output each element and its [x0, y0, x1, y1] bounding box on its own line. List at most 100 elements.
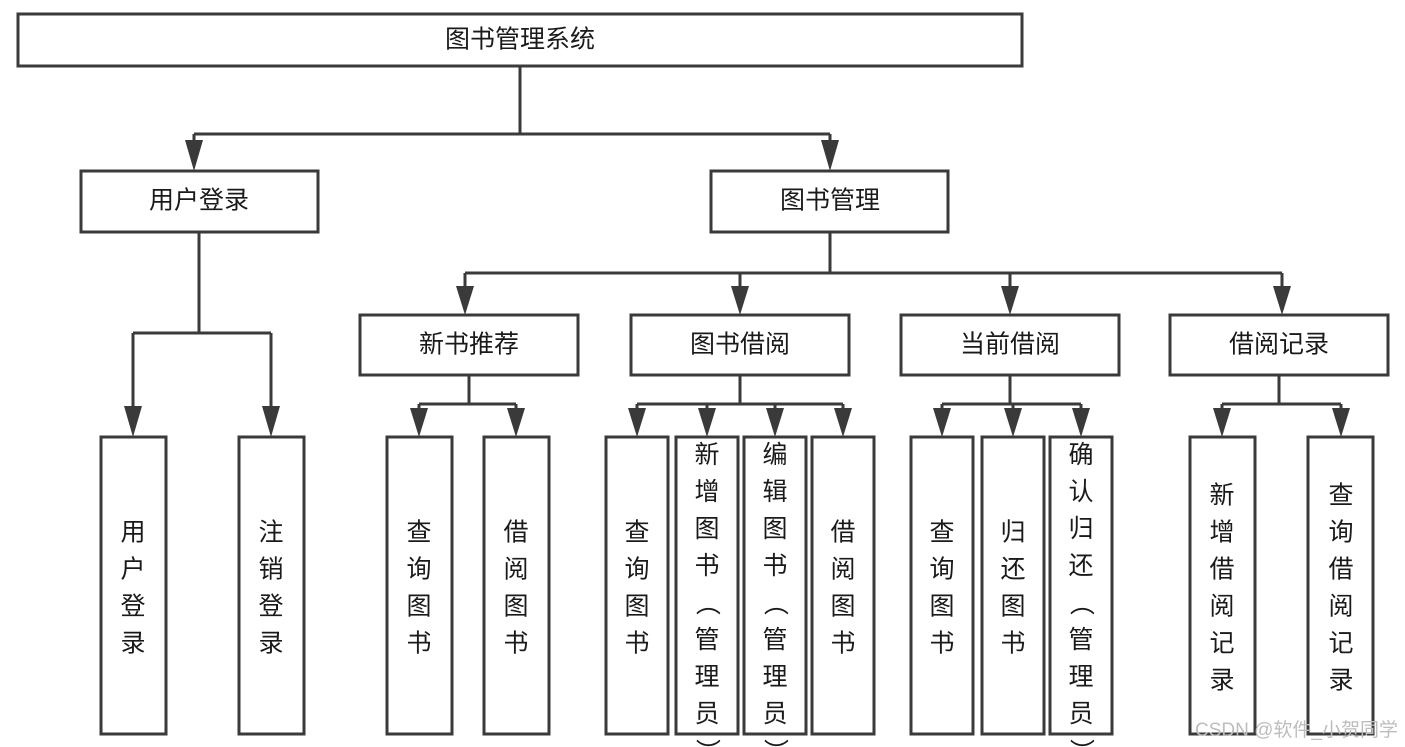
node-current-borrow-label: 当前借阅: [960, 331, 1060, 359]
vertical-char: 阅: [1328, 592, 1353, 620]
arrow-head-leaf-query-book-1: [410, 408, 428, 437]
arrow-head-borrow-record: [1273, 286, 1291, 315]
arrow-head-book-manage: [821, 140, 839, 171]
node-borrow-record[interactable]: 借阅记录: [1168, 313, 1390, 377]
vertical-char: 询: [624, 555, 649, 583]
vertical-char: 阅: [830, 555, 855, 583]
arrow-head-leaf-edit-book: [766, 408, 784, 437]
vertical-char: ）: [693, 738, 721, 747]
node-user-login-box[interactable]: [79, 169, 320, 234]
vertical-char: 管: [1068, 626, 1093, 654]
vertical-char: 归: [1000, 518, 1025, 546]
vertical-char: 图: [762, 515, 787, 543]
vertical-char: 员: [1068, 700, 1093, 728]
leaf-node-add-borrow-record-box[interactable]: [1188, 435, 1257, 736]
leaf-node-user-login[interactable]: 用户登录: [99, 435, 168, 736]
vertical-char: 还: [1068, 552, 1093, 580]
vertical-char: 图: [624, 592, 649, 620]
leaf-node-return-book-box[interactable]: [980, 435, 1046, 736]
leaf-node-query-book-rec-box[interactable]: [385, 435, 454, 736]
vertical-char: 管: [762, 626, 787, 654]
arrow-head-leaf-borrow-book-1: [507, 408, 525, 437]
leaf-node-borrow-book-rec-box[interactable]: [482, 435, 551, 736]
node-book-management-label: 图书管理: [780, 187, 880, 215]
node-user-login[interactable]: 用户登录: [79, 169, 320, 234]
vertical-char: ）: [761, 738, 789, 747]
node-borrow-record-box[interactable]: [1168, 313, 1390, 377]
node-book-borrow-box[interactable]: [629, 313, 851, 377]
vertical-char: 确: [1068, 441, 1093, 469]
vertical-char: 新: [1209, 481, 1234, 509]
vertical-char: 用: [120, 518, 145, 546]
node-book-borrow-label: 图书借阅: [690, 331, 790, 359]
vertical-char: 销: [258, 555, 283, 583]
vertical-char: （: [693, 590, 721, 615]
vertical-char: 书: [624, 629, 649, 657]
arrow-head-leaf-borrow-book-2: [834, 408, 852, 437]
vertical-char: 理: [1068, 663, 1093, 691]
arrow-head-leaf-query-record: [1332, 408, 1350, 437]
vertical-char: 图: [830, 592, 855, 620]
leaf-node-confirm-return-box[interactable]: [1048, 435, 1114, 736]
arrow-head-user-login: [185, 140, 203, 171]
node-new-book-recommend[interactable]: 新书推荐: [358, 313, 580, 377]
vertical-char: 借: [830, 518, 855, 546]
vertical-char: 借: [1328, 555, 1353, 583]
node-root-label: 图书管理系统: [445, 26, 595, 54]
vertical-char: 查: [624, 518, 649, 546]
arrow-head-current-borrow: [1001, 286, 1019, 315]
vertical-char: 查: [1328, 481, 1353, 509]
vertical-char: 管: [694, 626, 719, 654]
vertical-char: 辑: [762, 478, 787, 506]
csdn-watermark: CSDN @软件_小贺同学: [1195, 719, 1398, 741]
vertical-char: 询: [406, 555, 431, 583]
node-current-borrow-box[interactable]: [899, 313, 1121, 377]
vertical-char: 书: [1000, 629, 1025, 657]
node-book-borrow[interactable]: 图书借阅: [629, 313, 851, 377]
node-new-book-recommend-box[interactable]: [358, 313, 580, 377]
vertical-char: 新: [694, 441, 719, 469]
node-root-box[interactable]: [16, 12, 1024, 68]
vertical-char: 编: [762, 441, 787, 469]
leaf-node-user-login-box[interactable]: [99, 435, 168, 736]
vertical-char: 登: [258, 592, 283, 620]
vertical-char: 书: [694, 552, 719, 580]
node-current-borrow[interactable]: 当前借阅: [899, 313, 1121, 377]
vertical-char: 书: [762, 552, 787, 580]
vertical-char: 阅: [1209, 592, 1234, 620]
node-book-management-box[interactable]: [709, 169, 950, 234]
leaf-node-query-borrow-record-box[interactable]: [1306, 435, 1375, 736]
leaf-node-logout-box[interactable]: [237, 435, 306, 736]
arrow-head-leaf-add-book: [698, 408, 716, 437]
leaf-node-edit-book-box[interactable]: [742, 435, 808, 736]
leaf-node-add-book-box[interactable]: [674, 435, 740, 736]
node-borrow-record-label: 借阅记录: [1229, 331, 1329, 359]
node-root[interactable]: 图书管理系统: [16, 12, 1024, 68]
vertical-char: ）: [1067, 738, 1095, 747]
node-book-management[interactable]: 图书管理: [709, 169, 950, 234]
arrow-head-leaf-query-book-3: [933, 408, 951, 437]
connector-layer: [124, 66, 1350, 437]
arrow-head-leaf-logout: [262, 406, 280, 437]
leaf-node-query-book-current-box[interactable]: [909, 435, 975, 736]
vertical-char: 录: [1328, 666, 1353, 694]
leaf-node-query-book-borrow-box[interactable]: [604, 435, 670, 736]
leaf-node-borrow-book-box[interactable]: [810, 435, 876, 736]
vertical-char: 借: [503, 518, 528, 546]
vertical-char: 图: [1000, 592, 1025, 620]
vertical-char: 记: [1209, 629, 1234, 657]
